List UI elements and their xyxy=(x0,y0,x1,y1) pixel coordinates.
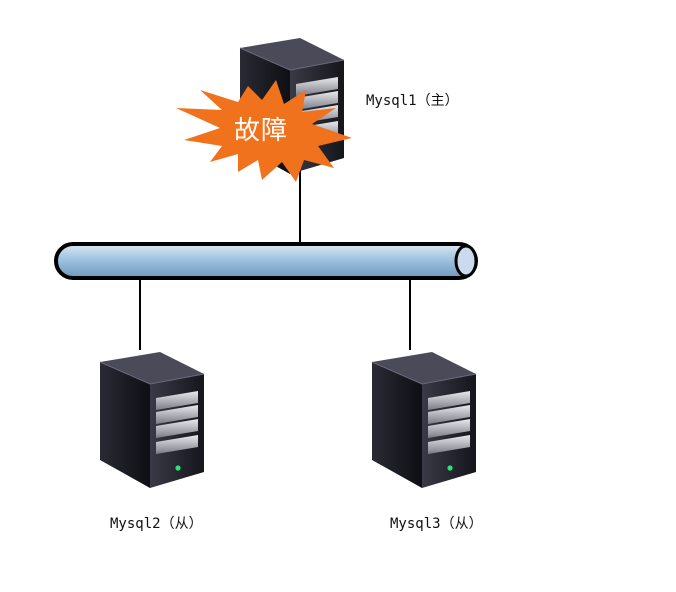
server-icon xyxy=(371,351,477,489)
slave-server-label: Mysql2（从） xyxy=(110,516,203,532)
master-server-label: Mysql1（主） xyxy=(366,93,459,109)
fault-label: 故障 xyxy=(234,116,289,146)
network-bus-icon xyxy=(54,242,478,280)
server-icon xyxy=(99,351,205,489)
slave-server-label: Mysql3（从） xyxy=(390,516,483,532)
starburst-icon xyxy=(176,80,352,182)
